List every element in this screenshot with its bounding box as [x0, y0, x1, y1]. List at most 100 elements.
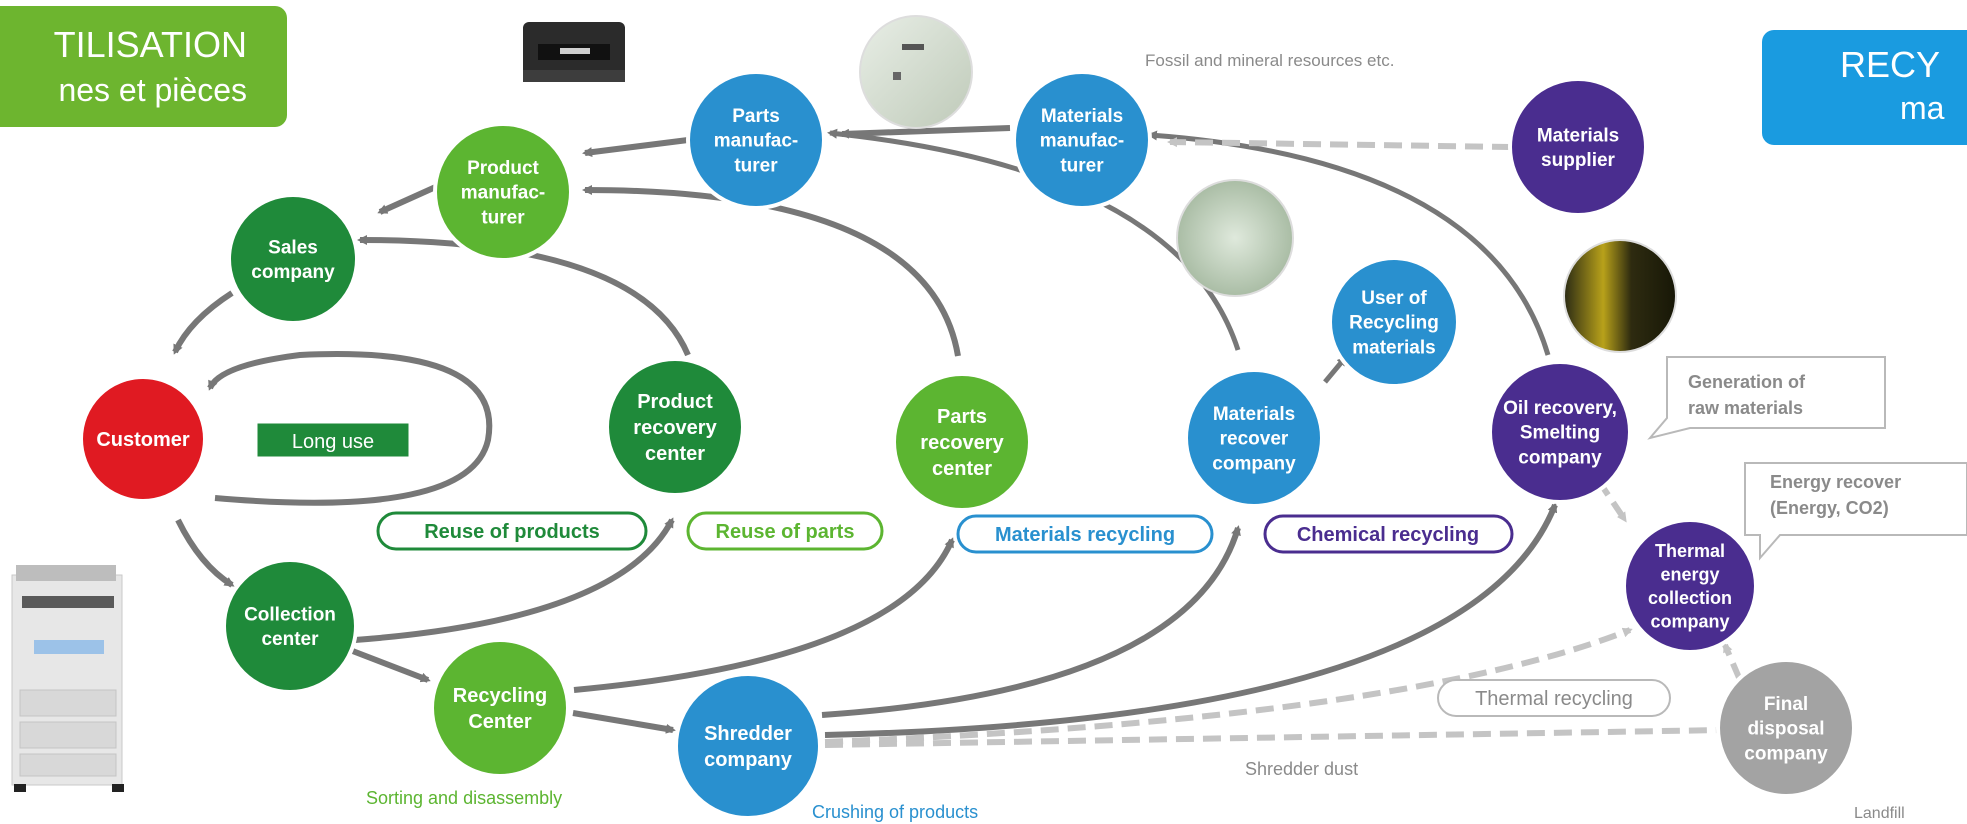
- node-label-line: center: [932, 458, 992, 480]
- node-label-line: manufac-: [461, 183, 545, 204]
- photo-pellets: [1176, 179, 1294, 297]
- dashed-shredder-to-final-disposal: [824, 725, 1728, 748]
- node-label-line: Thermal: [1655, 541, 1725, 561]
- photo-printer-cartridge: [523, 22, 625, 82]
- node-label-line: Oil recovery,: [1503, 398, 1617, 419]
- node-label-line: recovery: [633, 417, 717, 439]
- node-label-line: Product: [637, 391, 713, 413]
- node-label-line: Materials: [1041, 106, 1123, 127]
- node-label-line: Materials: [1213, 404, 1295, 425]
- flow-arrows: [172, 125, 1558, 738]
- node-label-line: manufac-: [1040, 131, 1124, 152]
- node-label-line: manufac-: [714, 131, 798, 152]
- node-label-line: company: [704, 749, 793, 771]
- banner-recyclage-line1: RECY: [1840, 44, 1941, 85]
- node-customer: Customer: [79, 375, 207, 503]
- node-label-line: Shredder: [704, 723, 792, 745]
- node-circle: [222, 558, 358, 694]
- dashed-shredder-to-thermal: [824, 627, 1633, 745]
- node-final-disposal: Final disposal company: [1716, 658, 1856, 798]
- node-label-line: disposal: [1747, 719, 1824, 740]
- node-label-line: Sales: [268, 237, 318, 258]
- arrow-shredder-to-oil-recovery: [824, 502, 1558, 738]
- pill-reuse-of-parts: Reuse of parts: [686, 511, 884, 551]
- node-label-line: Recycling: [453, 685, 547, 707]
- node-label-line: Smelting: [1520, 423, 1600, 444]
- arrow-shredder-to-materials-recover: [821, 525, 1241, 718]
- note-crushing: Crushing of products: [812, 802, 978, 822]
- pill-materials-recycling: Materials recycling: [956, 514, 1214, 554]
- arrow-product-mfr-to-sales: [377, 182, 442, 215]
- node-label-line: recovery: [920, 432, 1004, 454]
- node-circle: [605, 357, 745, 497]
- arrow-parts-mfr-to-product-mfr: [582, 137, 689, 158]
- photo-parts-panel: [859, 15, 973, 129]
- node-circle: [1622, 518, 1758, 654]
- pill-chemical-recycling: Chemical recycling: [1263, 514, 1514, 554]
- node-circle: [227, 193, 359, 325]
- node-circle: [1328, 256, 1460, 388]
- node-label-line: Customer: [96, 429, 190, 451]
- loop-label-thermal-recycling: Thermal recycling: [1475, 688, 1633, 710]
- arrow-recycling-to-shredder: [572, 710, 676, 734]
- node-label-line: Recycling: [1349, 313, 1439, 334]
- callout-energy-line1: Energy recover: [1770, 472, 1901, 492]
- loop-label-chemical-recycling: Chemical recycling: [1297, 524, 1479, 546]
- long-use-label: Long use: [292, 431, 374, 453]
- arrow-customer-long-use-loop: [207, 351, 493, 506]
- dashed-arrows: [824, 137, 1743, 748]
- node-circle: [674, 672, 822, 820]
- node-label-line: turer: [481, 207, 525, 228]
- node-label-line: recover: [1220, 429, 1289, 450]
- arrow-customer-to-collection: [175, 518, 235, 588]
- node-label-line: center: [261, 629, 319, 650]
- node-circle: [1012, 70, 1152, 210]
- pill-reuse-of-products: Reuse of products: [376, 511, 648, 551]
- node-label-line: company: [1744, 743, 1828, 764]
- loop-label-reuse-parts: Reuse of parts: [716, 521, 855, 543]
- node-sales-company: Sales company: [227, 193, 359, 325]
- node-circle: [1716, 658, 1856, 798]
- node-label-line: collection: [1648, 588, 1732, 608]
- node-label-line: Final: [1764, 694, 1808, 715]
- notes: Fossil and mineral resources etc. Sortin…: [366, 51, 1905, 822]
- arrow-recycling-to-parts-recovery: [573, 537, 955, 693]
- arrow-materials-mfr-to-parts-mfr: [839, 125, 1011, 139]
- node-label-line: Parts: [732, 106, 780, 127]
- arrow-collection-to-recycling: [348, 647, 431, 683]
- node-label-line: materials: [1352, 337, 1435, 358]
- node-label-line: company: [1650, 611, 1729, 631]
- node-circle: [1184, 368, 1324, 508]
- callout-generation-line1: Generation of: [1688, 372, 1806, 392]
- loop-label-reuse-products: Reuse of products: [424, 521, 600, 543]
- arrow-product-recovery-to-sales: [357, 235, 691, 357]
- callout-energy: Energy recover (Energy, CO2): [1744, 462, 1967, 561]
- banner-reutilisation-line1: TILISATION: [53, 24, 247, 65]
- arrow-sales-to-customer: [172, 290, 234, 355]
- note-landfill: Landfill: [1854, 805, 1905, 822]
- node-label-line: Center: [468, 711, 532, 733]
- node-label-line: Materials: [1537, 125, 1619, 146]
- nodes: CustomerSalescompanyProductmanufac-turer…: [79, 70, 1856, 820]
- arrow-parts-recovery-to-product-mfr: [582, 185, 961, 357]
- banner-recyclage: RECY ma: [1762, 30, 1967, 145]
- node-label-line: company: [251, 262, 335, 283]
- node-shredder-company: Shredder company: [674, 672, 822, 820]
- dashed-final-to-thermal: [1722, 642, 1743, 682]
- photo-copier: [11, 565, 124, 792]
- banner-reutilisation: TILISATION nes et pièces: [0, 6, 287, 127]
- node-label-line: center: [645, 443, 705, 465]
- note-shredder-dust: Shredder dust: [1245, 759, 1358, 779]
- callout-energy-line2: (Energy, CO2): [1770, 498, 1889, 518]
